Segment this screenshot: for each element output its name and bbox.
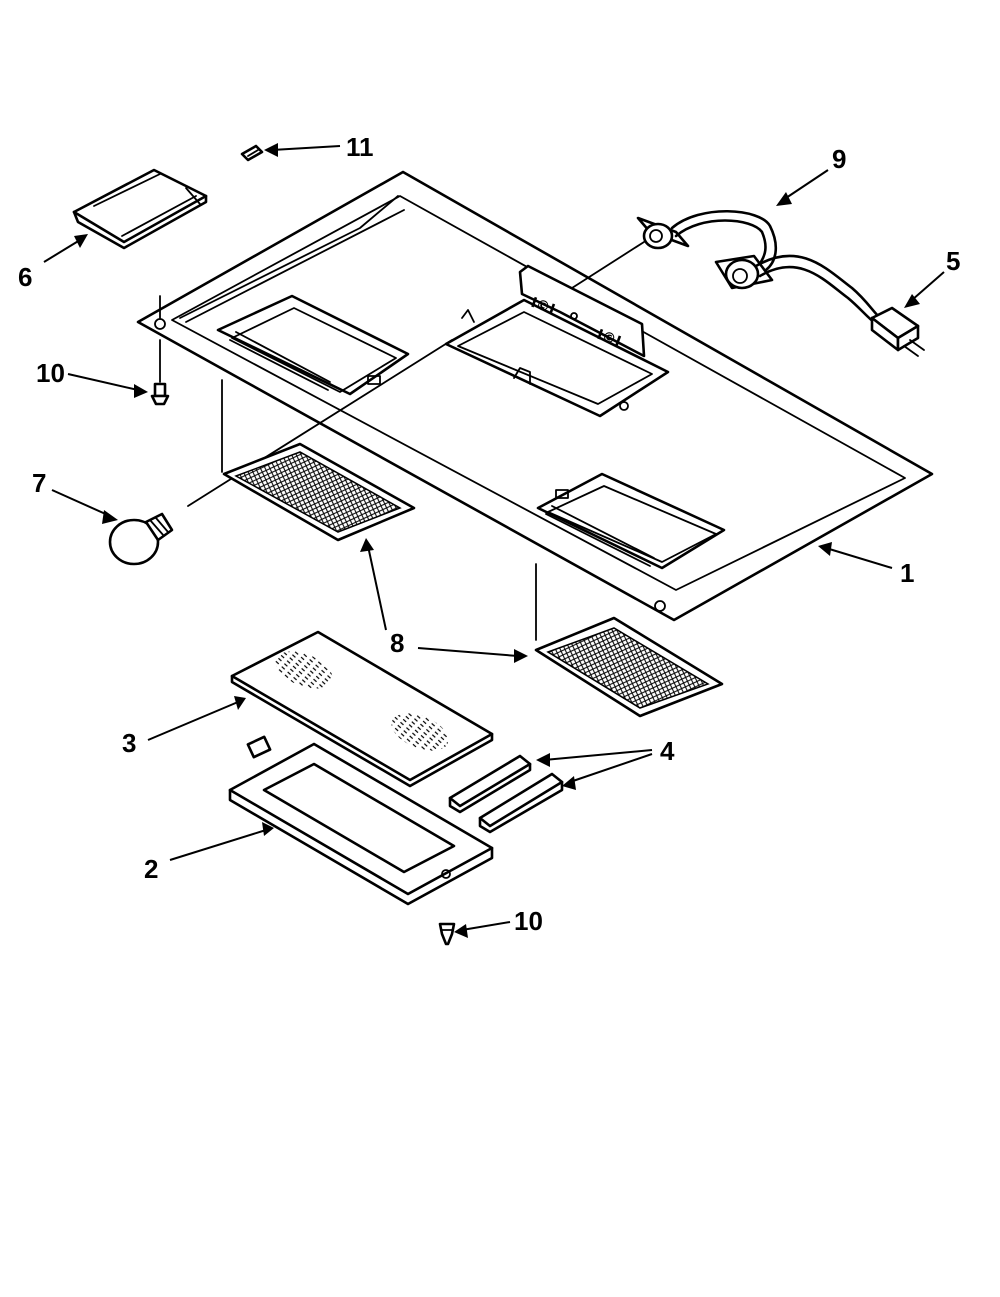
callout-leaders	[43, 143, 945, 938]
callout-3: 3	[122, 728, 136, 758]
frame-part: I©I I©I	[136, 170, 934, 641]
screw-top-part	[240, 144, 264, 162]
callout-9: 9	[832, 144, 846, 174]
grille-cover-part	[228, 735, 494, 906]
svg-text:I©I: I©I	[595, 327, 623, 350]
trim-strips-part	[448, 754, 564, 834]
callout-8-left: 8	[390, 628, 404, 658]
callout-6: 6	[18, 262, 32, 292]
callout-10-bottom: 10	[514, 906, 543, 936]
screw-left-part	[150, 295, 170, 406]
callout-4: 4	[660, 736, 675, 766]
callout-5: 5	[946, 246, 960, 276]
callout-7: 7	[32, 468, 46, 498]
light-bulb-part	[108, 339, 453, 566]
lamp-socket-harness-part	[571, 210, 882, 326]
wire-harness-plug-part	[870, 306, 925, 357]
callout-11: 11	[346, 132, 374, 162]
screw-bottom-part	[438, 922, 456, 946]
svg-text:I©I: I©I	[529, 295, 557, 318]
callout-2: 2	[144, 854, 158, 884]
callout-1: 1	[900, 558, 914, 588]
grease-filter-left-part	[222, 442, 416, 542]
charcoal-filter-part	[230, 630, 494, 788]
top-bracket-part	[72, 168, 208, 250]
callout-labels: 11 9 5 6 10 7 1 8 3 4 2 10	[18, 132, 960, 936]
callout-10-left: 10	[36, 358, 65, 388]
grease-filter-right-part	[534, 616, 724, 718]
